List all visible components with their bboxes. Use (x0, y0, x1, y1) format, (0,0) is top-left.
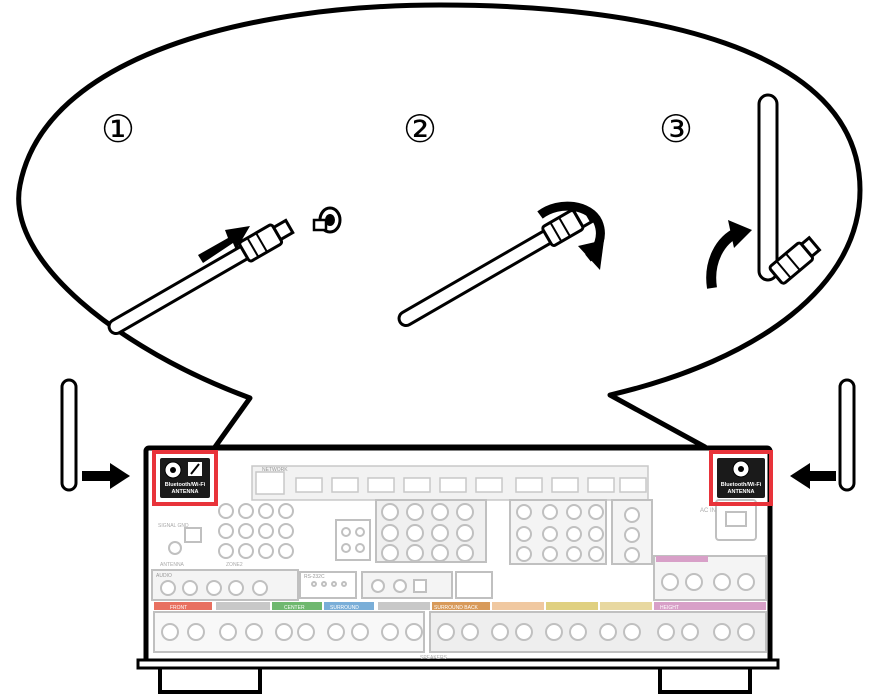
network-label: NETWORK (262, 467, 288, 473)
audio-label: AUDIO (156, 573, 172, 579)
surround-back-label: SURROUND BACK (434, 605, 479, 611)
speaker-terminals-row (153, 611, 767, 653)
right-jack-cluster (509, 499, 653, 565)
left-badge-line1: Bluetooth/Wi-Fi (165, 482, 206, 488)
height-speaker-terminals-top (653, 555, 767, 601)
arrow-left-icon (790, 463, 836, 489)
audio-row (151, 569, 493, 601)
left-jack-cluster (168, 503, 294, 559)
left-antenna-icon (60, 378, 78, 492)
right-badge-line1: Bluetooth/Wi-Fi (721, 482, 762, 488)
antenna-tilt-icon (188, 462, 202, 476)
signal-gnd-label: SIGNAL GND (158, 523, 189, 529)
front-label: FRONT (170, 605, 187, 611)
step2-antenna-icon (397, 204, 594, 327)
speakers-label: SPEAKERS (420, 655, 448, 661)
step-number-1: ① (101, 107, 135, 151)
left-badge-line2: ANTENNA (172, 489, 199, 495)
center-label: CENTER (284, 605, 305, 611)
rotate-arrow-icon (537, 201, 605, 270)
speaker-label-bands (154, 602, 766, 610)
ac-in-label: AC IN (700, 508, 716, 514)
callout-bubble (16, 2, 863, 450)
height-color-band (656, 556, 708, 562)
right-badge-line2: ANTENNA (728, 489, 755, 495)
svg-text:①: ① (101, 107, 135, 151)
hdmi-row (251, 465, 649, 501)
svg-text:③: ③ (659, 107, 693, 151)
step1-push-arrow-icon (198, 226, 250, 263)
right-antenna-terminal-highlight: Bluetooth/Wi-Fi ANTENNA (709, 450, 773, 506)
middle-jack-cluster (335, 499, 487, 563)
step-number-3: ③ (659, 107, 693, 151)
step1-antenna-icon (107, 218, 295, 335)
left-antenna-terminal-highlight: Bluetooth/Wi-Fi ANTENNA (152, 450, 218, 506)
svg-text:②: ② (403, 107, 437, 151)
antenna-section-label: ANTENNA (160, 562, 185, 568)
surround-label: SURROUND (330, 605, 359, 611)
step1-connector-icon (312, 206, 342, 234)
step3-antenna-icon (757, 93, 822, 285)
arrow-right-icon (82, 463, 130, 489)
rs232c-label: RS-232C (304, 574, 325, 580)
height-label: HEIGHT (660, 605, 679, 611)
right-antenna-icon (838, 378, 856, 492)
step-number-2: ② (403, 107, 437, 151)
zone2-label: ZONE2 (226, 562, 243, 568)
ac-inlet (715, 499, 757, 541)
curved-up-arrow-icon (706, 220, 752, 289)
